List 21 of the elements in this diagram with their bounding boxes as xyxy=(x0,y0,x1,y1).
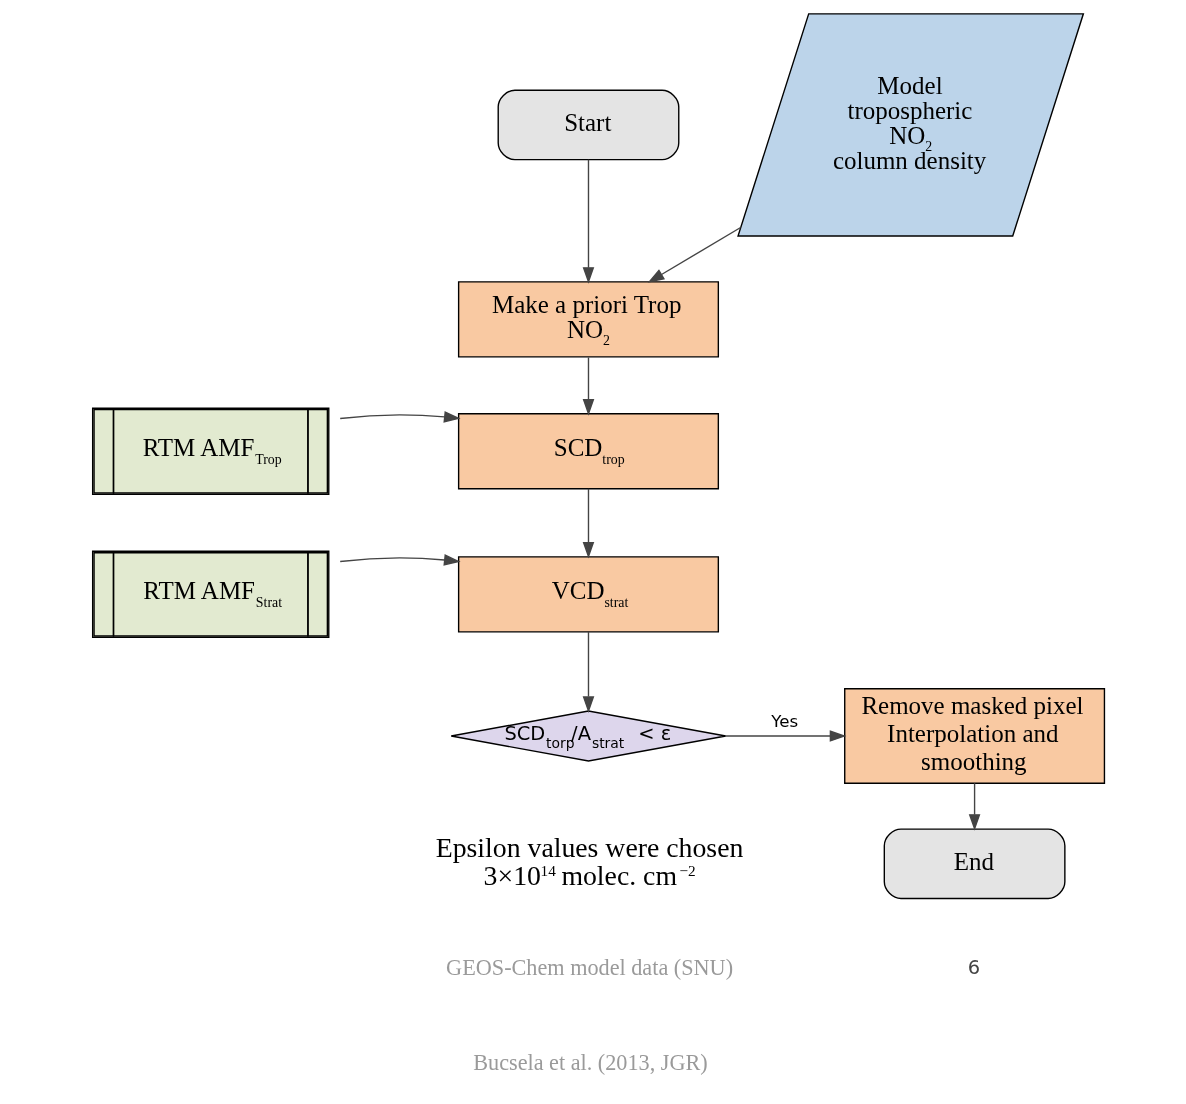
node-box: SCD$_{trop}$ xyxy=(457,413,720,490)
node-box: Start xyxy=(497,89,680,161)
label: Epsilon values were chosen 3×10$^{14}$ molec. cm$^{−2}$ xyxy=(435,831,744,891)
node-box: VCD$_{strat}$ xyxy=(457,556,720,633)
arrow xyxy=(339,554,461,566)
arrow xyxy=(582,631,595,713)
arrow xyxy=(582,356,595,416)
arrow xyxy=(339,411,461,423)
arrow xyxy=(725,730,847,742)
label: GEOS-Chem model data (SNU) xyxy=(446,954,734,980)
node-diamond: SCD$_{torp}$/A$_{strat}$ < ε xyxy=(450,710,727,762)
arrow xyxy=(582,159,595,284)
node-box: Make a priori Trop NO$_{2}$ xyxy=(457,281,720,358)
arrow xyxy=(968,782,981,831)
arrow xyxy=(582,488,595,559)
node-box: End xyxy=(883,828,1066,900)
label: Bucsela et al. (2013, JGR) xyxy=(473,1050,708,1076)
label: 6 xyxy=(967,956,981,980)
edge-label: Yes xyxy=(771,712,799,732)
node-box: Remove masked pixel Interpolation and smoothing xyxy=(844,688,1106,784)
arrow xyxy=(647,226,742,283)
